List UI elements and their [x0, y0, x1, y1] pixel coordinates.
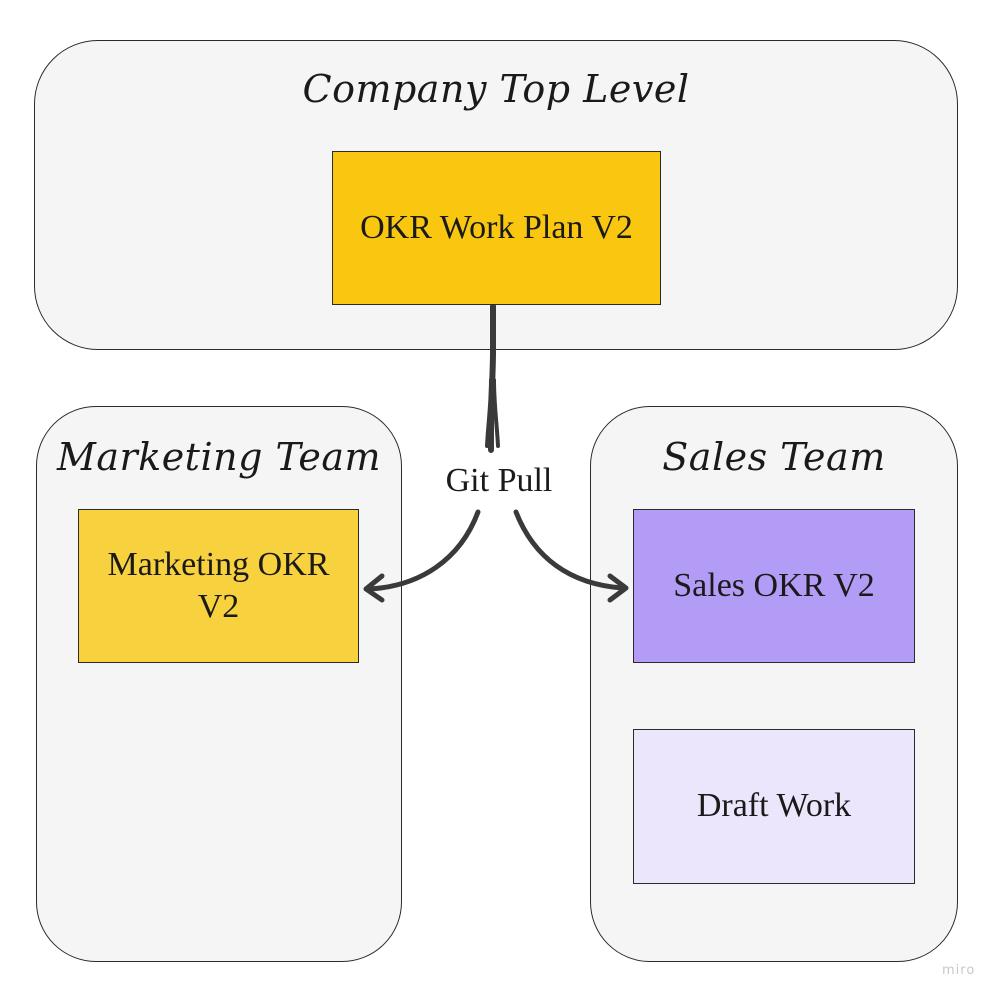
connector-stem-fork-right — [492, 378, 500, 448]
card-label: OKR Work Plan V2 — [360, 208, 633, 246]
card-label: Sales OKR V2 — [673, 566, 875, 604]
arrowhead-sales — [607, 573, 629, 603]
card-draft-work[interactable]: Draft Work — [633, 729, 915, 884]
frame-title-marketing: Marketing Team — [56, 435, 382, 479]
connector-arrow-to-sales — [513, 509, 625, 591]
connector-arrow-to-marketing — [367, 509, 481, 592]
card-marketing-okr[interactable]: Marketing OKR V2 — [78, 509, 359, 663]
frame-title-sales: Sales Team — [662, 435, 886, 479]
card-label: Draft Work — [696, 787, 852, 825]
frame-marketing-team[interactable]: Marketing Team — [36, 406, 402, 962]
connector-stem-fork-left — [485, 378, 493, 448]
miro-watermark: miro — [942, 963, 976, 978]
card-okr-work-plan[interactable]: OKR Work Plan V2 — [332, 151, 661, 305]
card-sales-okr[interactable]: Sales OKR V2 — [633, 509, 915, 663]
arrowhead-marketing — [363, 573, 385, 603]
card-label: Marketing OKR V2 — [107, 545, 330, 626]
frame-title-company: Company Top Level — [302, 67, 690, 111]
connector-stem — [488, 303, 496, 453]
connector-label-git-pull: Git Pull — [428, 458, 570, 504]
